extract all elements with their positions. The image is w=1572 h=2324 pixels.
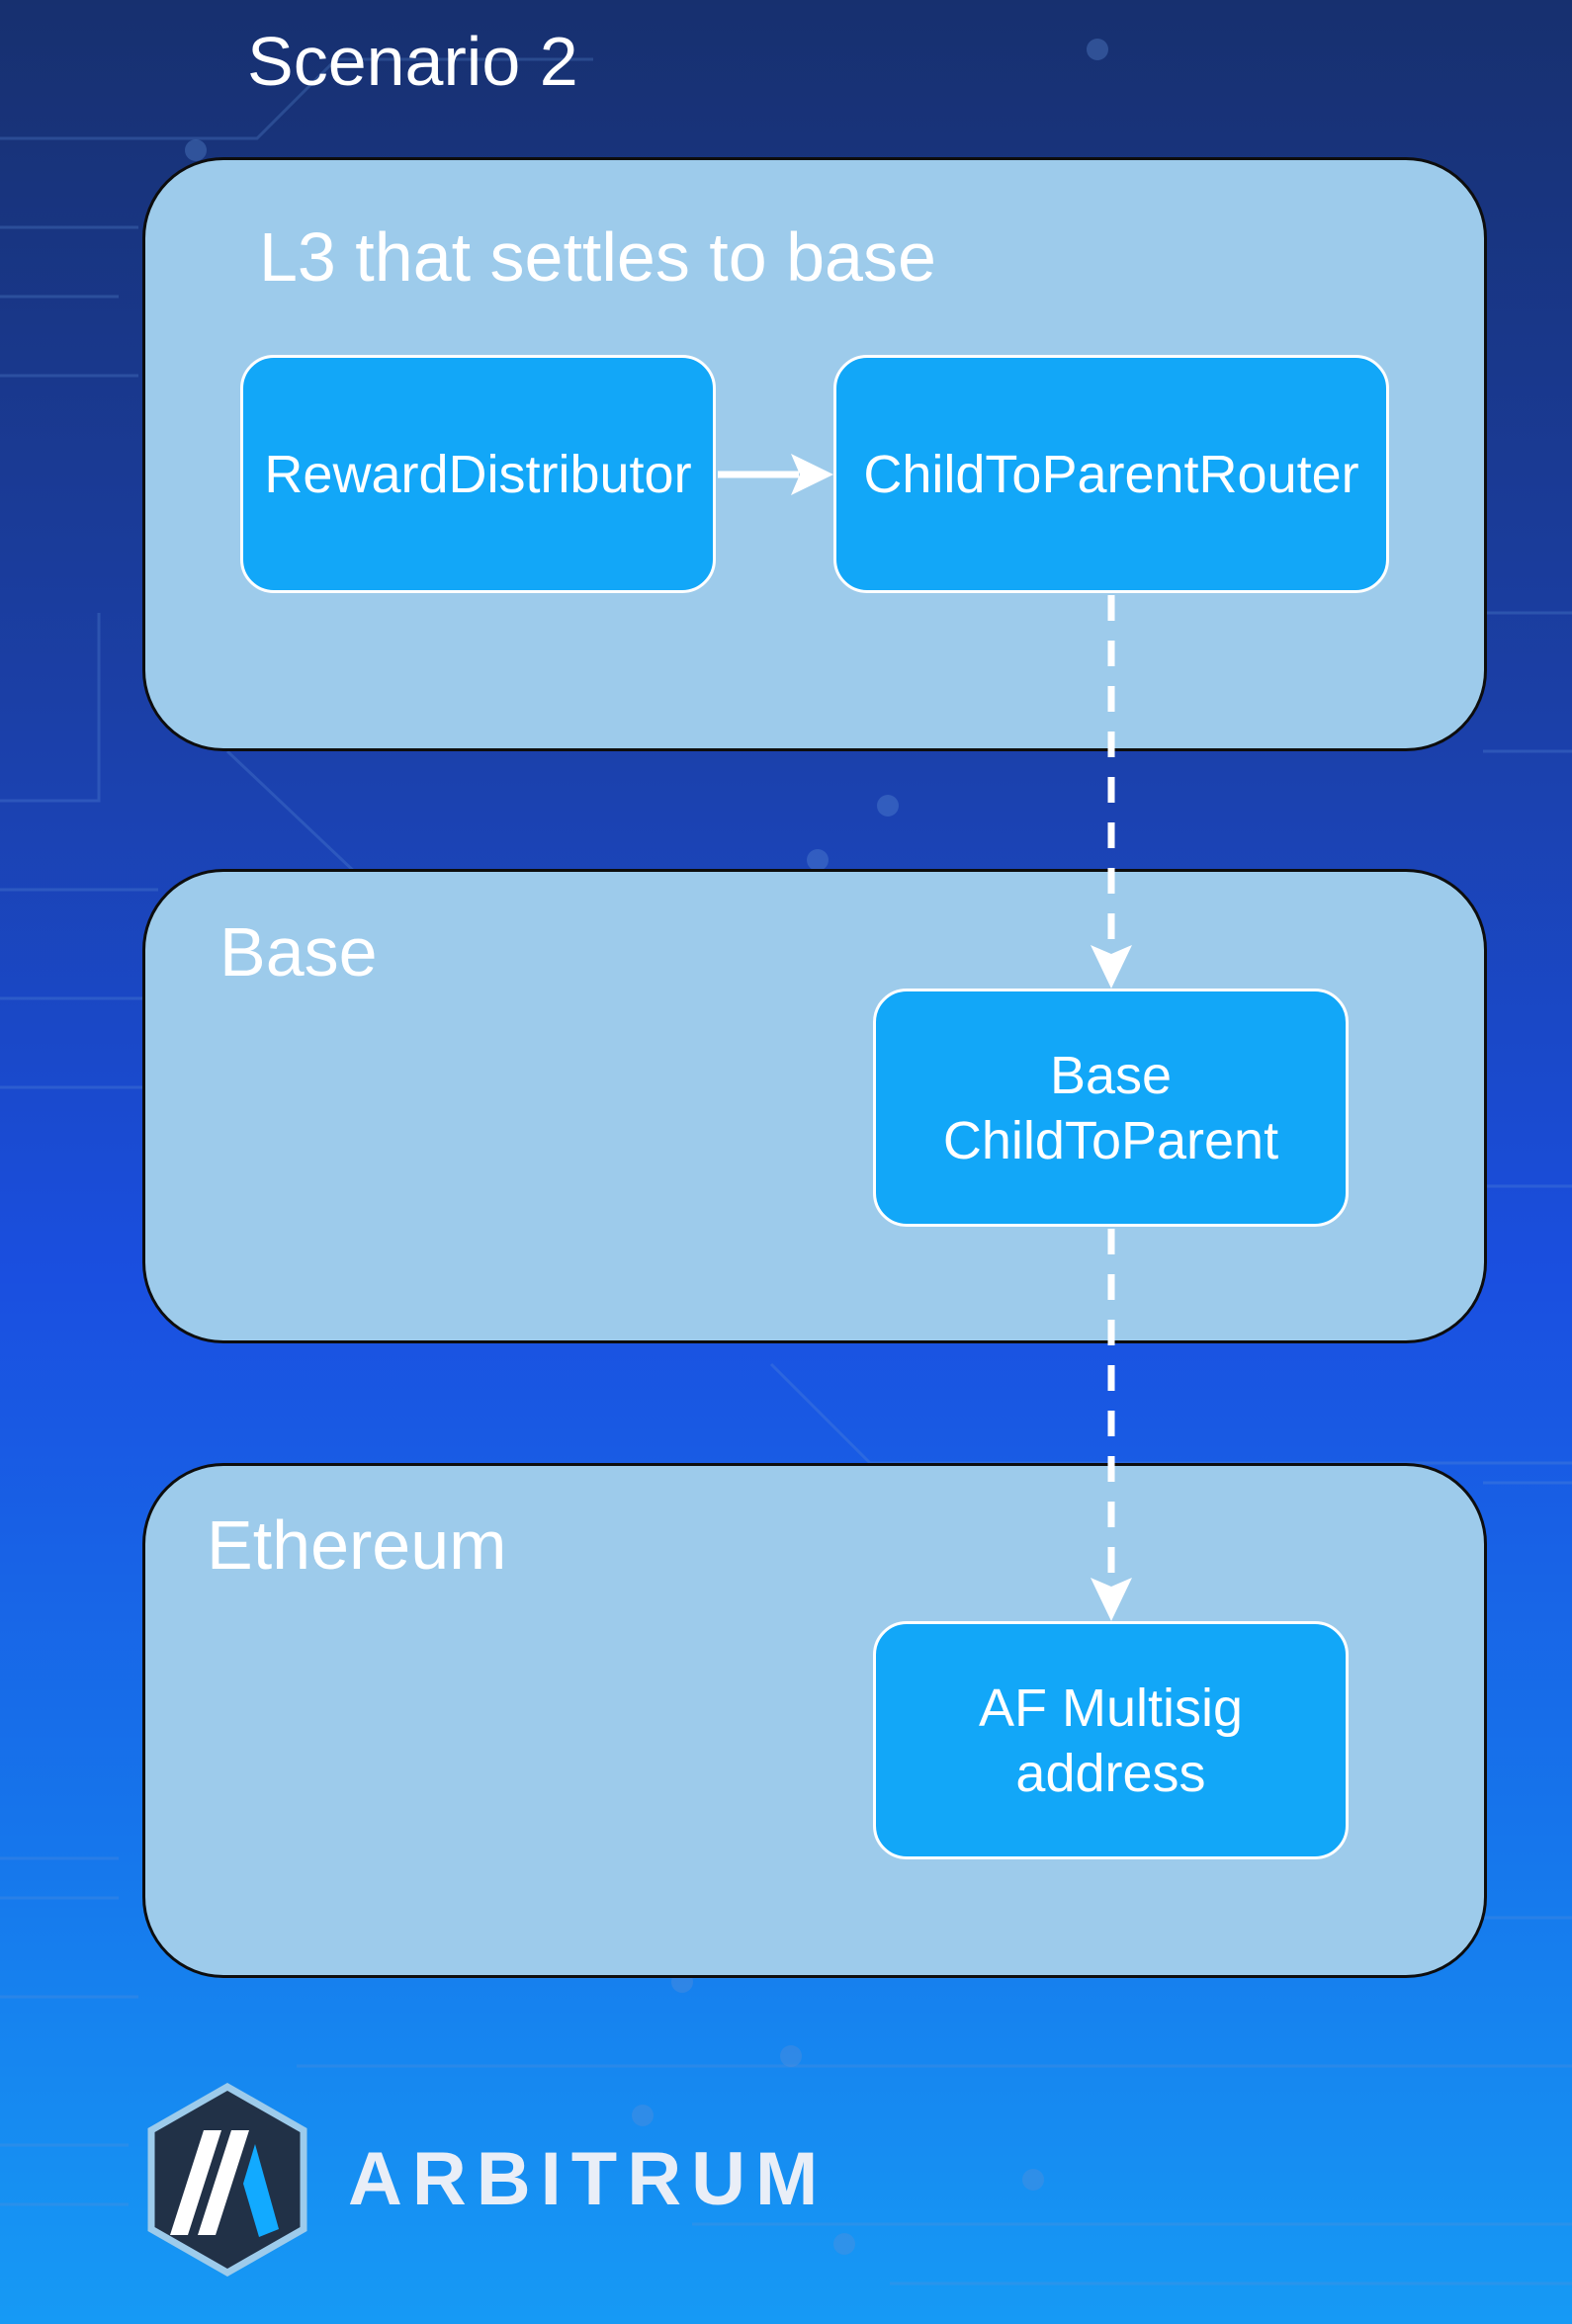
arbitrum-logo-icon: [147, 2082, 307, 2278]
node-af-multisig-address[interactable]: AF Multisig address: [873, 1621, 1349, 1859]
group-l3-label: L3 that settles to base: [259, 218, 936, 296]
group-ethereum-label: Ethereum: [207, 1506, 507, 1584]
arbitrum-wordmark: ARBITRUM: [348, 2137, 829, 2221]
group-base-label: Base: [219, 913, 378, 990]
node-reward-distributor[interactable]: RewardDistributor: [240, 355, 716, 593]
node-base-child-to-parent[interactable]: Base ChildToParent: [873, 989, 1349, 1227]
node-child-to-parent-router[interactable]: ChildToParentRouter: [833, 355, 1389, 593]
diagram-title: Scenario 2: [247, 23, 578, 100]
